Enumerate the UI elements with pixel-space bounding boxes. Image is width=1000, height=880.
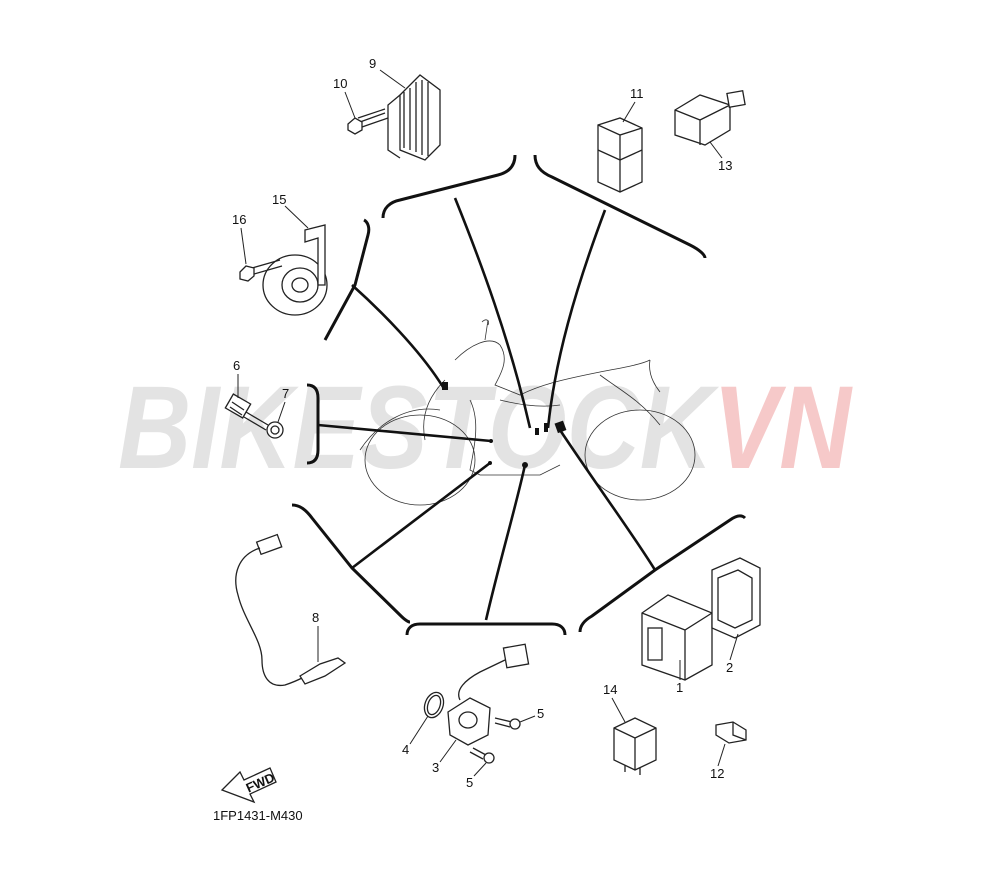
label-part-8: 8 [312, 610, 319, 625]
label-part-16: 16 [232, 212, 246, 227]
fwd-label: FWD [244, 770, 277, 796]
label-part-3: 3 [432, 760, 439, 775]
part-9-rectifier-regulator[interactable] [387, 74, 441, 161]
label-part-9: 9 [369, 56, 376, 71]
part-5-screw-b[interactable] [469, 747, 495, 764]
part-5-screw-a[interactable] [494, 717, 521, 730]
part-13-starter-relay[interactable] [674, 89, 746, 146]
label-part-13: 13 [718, 158, 732, 173]
part-10-bolt[interactable] [347, 108, 389, 135]
watermark-left-text: BIKESTOCK [118, 362, 720, 494]
part-6-sensor[interactable] [224, 393, 269, 431]
label-part-4: 4 [402, 742, 409, 757]
part-labels: 9 10 11 13 15 16 6 7 8 4 3 5 5 [232, 56, 739, 790]
label-part-6: 6 [233, 358, 240, 373]
watermark-right-text: VN [713, 362, 853, 494]
part-15-horn[interactable] [262, 224, 328, 316]
part-8-o2-sensor[interactable] [235, 533, 347, 687]
part-7-washer[interactable] [266, 421, 284, 439]
part-14-relay[interactable] [613, 717, 657, 775]
group-brackets [291, 154, 747, 636]
label-part-14: 14 [603, 682, 617, 697]
label-part-7: 7 [282, 386, 289, 401]
diagram-code: 1FP1431-M430 [213, 808, 303, 823]
group-leaders [317, 197, 657, 621]
watermark: BIKESTOCK VN [118, 362, 853, 494]
label-part-10: 10 [333, 76, 347, 91]
part-16-bolt[interactable] [239, 259, 283, 282]
part-1-ecu[interactable] [641, 594, 713, 681]
label-part-5a: 5 [537, 706, 544, 721]
part-4-o-ring[interactable] [421, 690, 447, 721]
label-part-11: 11 [630, 86, 644, 101]
label-part-15: 15 [272, 192, 286, 207]
label-part-1: 1 [676, 680, 683, 695]
location-marks [442, 382, 567, 468]
fwd-arrow-icon: FWD [220, 767, 277, 804]
part-12-fuse[interactable] [715, 721, 747, 744]
label-part-2: 2 [726, 660, 733, 675]
part-11-relay[interactable] [597, 117, 643, 193]
part-2-cover[interactable] [711, 557, 761, 639]
part-3-throttle-sensor[interactable] [447, 643, 530, 746]
label-part-12: 12 [710, 766, 724, 781]
label-part-5b: 5 [466, 775, 473, 790]
